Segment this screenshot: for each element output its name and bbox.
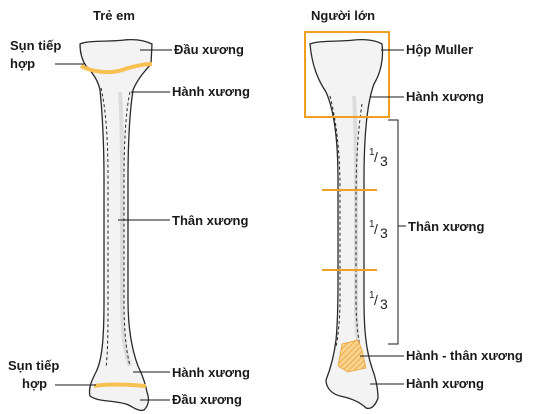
fraction-middle-numerator: 1 [369, 219, 375, 230]
fraction-top-denominator: 3 [380, 153, 388, 169]
svg-text:/: / [374, 292, 378, 308]
adult-medullary-right [355, 103, 363, 349]
adult-bone [304, 31, 399, 410]
fraction-middle: 1 / 3 [369, 219, 388, 241]
child-label-sun-tiep-hop-bottom-1: Sụn tiếp [8, 358, 59, 373]
adult-shaft-shading [352, 96, 364, 366]
child-label-sun-tiep-hop-top-1: Sụn tiếp [10, 38, 61, 53]
child-growth-plate-bottom [93, 382, 147, 388]
adult-label-hanh-xuong-top: Hành xương [406, 89, 484, 104]
child-medullary-left [100, 87, 109, 369]
child-label-hanh-xuong-bottom: Hành xương [172, 365, 250, 380]
child-bone [79, 38, 153, 412]
fraction-middle-denominator: 3 [380, 225, 388, 241]
adult-title: Người lớn [311, 8, 375, 23]
adult-label-than-xuong: Thân xương [408, 219, 484, 234]
adult-label-hanh-than-xuong: Hành - thân xương [406, 348, 523, 363]
child-label-dau-xuong-bottom: Đầu xương [172, 392, 242, 407]
fraction-bottom-denominator: 3 [380, 296, 388, 312]
shaft-bracket [388, 119, 399, 345]
child-label-sun-tiep-hop-top-2: hợp [10, 56, 35, 71]
child-bone-outline [79, 38, 153, 412]
muller-box [304, 31, 390, 118]
fraction-top: 1 / 3 [369, 147, 388, 169]
adult-hatched-region [337, 339, 367, 373]
child-label-sun-tiep-hop-bottom-2: hợp [22, 376, 47, 391]
child-shaft-shading [118, 92, 132, 366]
svg-text:/: / [374, 221, 378, 237]
child-growth-plate-top [80, 62, 153, 75]
svg-text:/: / [374, 149, 378, 165]
fraction-bottom: 1 / 3 [369, 290, 388, 312]
adult-label-hanh-xuong-bottom: Hành xương [406, 376, 484, 391]
adult-bone-outline [309, 38, 384, 410]
adult-label-hop-muller: Hộp Muller [406, 42, 473, 57]
child-medullary-right [123, 91, 131, 367]
child-label-hanh-xuong-top: Hành xương [172, 84, 250, 99]
fraction-top-numerator: 1 [369, 147, 375, 158]
child-label-dau-xuong-top: Đầu xương [174, 42, 244, 57]
child-title: Trẻ em [93, 8, 135, 23]
fraction-bottom-numerator: 1 [369, 290, 375, 301]
child-label-than-xuong: Thân xương [172, 213, 248, 228]
